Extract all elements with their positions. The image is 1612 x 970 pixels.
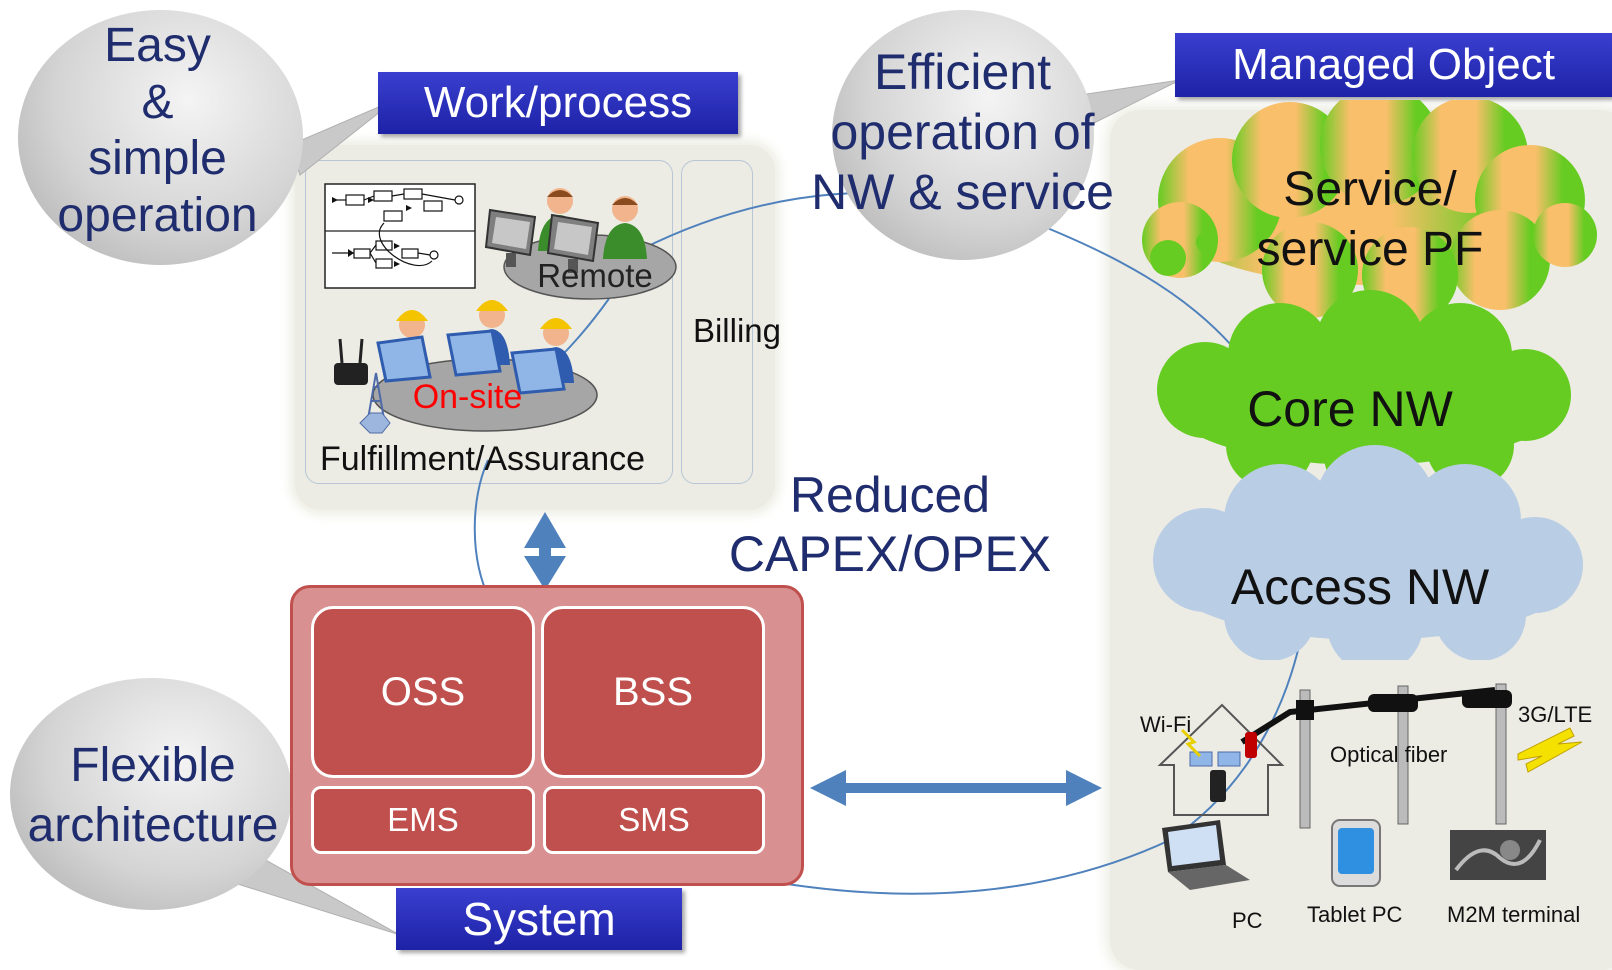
access-network-cloud (1153, 445, 1583, 660)
flexible-line-2: architecture (27, 799, 279, 852)
tablet-pc-label: Tablet PC (1307, 902, 1403, 927)
network-clouds (1142, 100, 1597, 660)
optical-fiber-label: Optical fiber (1330, 742, 1448, 767)
work-process-banner: Work/process (378, 72, 738, 134)
fulfillment-assurance-label: Fulfillment/Assurance (320, 440, 646, 478)
easy-line-4: operation (57, 188, 258, 242)
flexible-architecture-text: Flexible architecture (8, 736, 298, 856)
service-cloud-label: Service/ service PF (1205, 160, 1535, 280)
m2m-terminal-icon (1450, 830, 1546, 880)
sms-box: SMS (543, 786, 765, 854)
laptop-icon (1162, 820, 1250, 890)
easy-line-1: Easy (104, 19, 211, 72)
oss-box: OSS (311, 606, 535, 778)
capex-opex-line: CAPEX/OPEX (728, 526, 1052, 582)
pc-label: PC (1232, 908, 1263, 933)
easy-simple-text: Easy & simple operation (30, 18, 285, 245)
vertical-double-arrow (524, 512, 566, 590)
efficient-line-3: NW & service (811, 164, 1114, 220)
wifi-label: Wi-Fi (1140, 712, 1192, 737)
access-nw-label: Access NW (1230, 559, 1490, 615)
system-banner: System (396, 888, 682, 950)
core-nw-label: Core NW (1247, 381, 1453, 437)
easy-line-2: & (141, 75, 174, 129)
fulfillment-assurance-box (305, 160, 673, 484)
flexible-architecture-bubble (10, 678, 292, 910)
efficient-line-1: Efficient (874, 44, 1051, 100)
efficient-operation-text: Efficient operation of NW & service (790, 42, 1135, 222)
m2m-terminal-label: M2M terminal (1447, 902, 1581, 927)
managed-object-banner: Managed Object (1175, 33, 1612, 97)
service-line-2: service PF (1256, 223, 1484, 276)
bss-box: BSS (541, 606, 765, 778)
lte-label: 3G/LTE (1518, 702, 1593, 727)
efficient-line-2: operation of (830, 104, 1095, 160)
billing-box (681, 160, 753, 484)
easy-line-3: simple (88, 132, 227, 186)
onsite-workers-illustration (334, 300, 598, 434)
core-network-cloud (1157, 290, 1571, 501)
access-devices-illustration (1157, 683, 1583, 890)
tablet-icon (1331, 819, 1381, 887)
onsite-label: On-site (412, 378, 523, 416)
system-block: OSS BSS EMS SMS (290, 585, 804, 886)
reduced-line: Reduced (789, 467, 991, 523)
service-line-1: Service/ (1283, 163, 1457, 216)
remote-operators-illustration (484, 188, 677, 300)
flexible-line-1: Flexible (70, 739, 236, 792)
billing-label: Billing (692, 312, 782, 349)
ems-box: EMS (311, 786, 535, 854)
efficient-operation-bubble (832, 10, 1094, 260)
horizontal-double-arrow (810, 770, 1102, 806)
remote-label: Remote (537, 257, 653, 294)
connector-curve-left (473, 459, 491, 601)
house-icon (1157, 703, 1285, 816)
easy-simple-bubble (18, 10, 303, 265)
reduced-capex-opex-text: Reduced CAPEX/OPEX (720, 466, 1060, 584)
process-flow-diagram (324, 183, 476, 289)
